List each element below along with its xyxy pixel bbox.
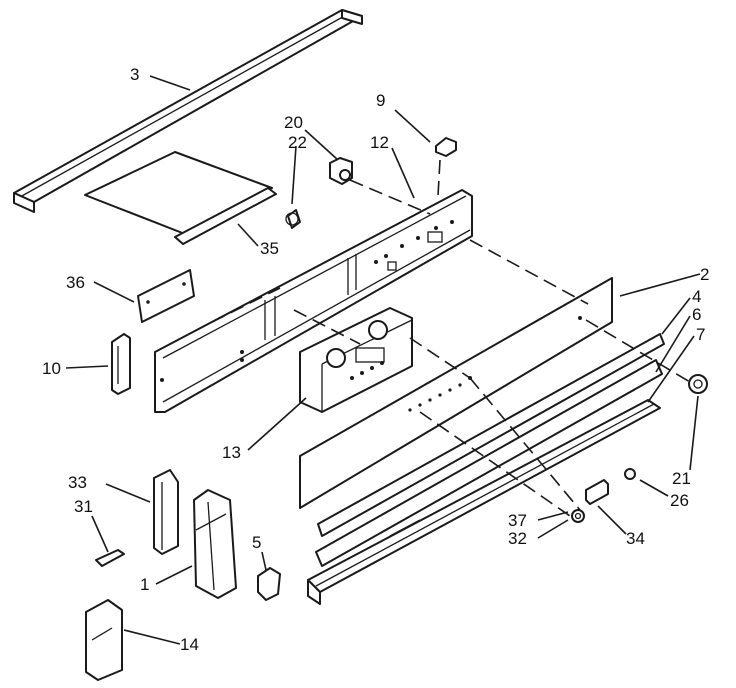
leader-lines xyxy=(65,75,701,645)
callout-3: 3 xyxy=(130,65,139,84)
part-13-electronic-control xyxy=(299,307,413,413)
callout-2: 2 xyxy=(700,265,709,284)
part-14-lower-end-piece xyxy=(85,599,123,681)
part-31-clip xyxy=(95,549,125,567)
callout-26: 26 xyxy=(670,491,689,510)
part-5-small-cap xyxy=(257,567,281,601)
part-33-side-trim xyxy=(153,469,179,555)
part-7-bottom-trim xyxy=(307,399,661,605)
part-3-top-trim xyxy=(13,9,363,213)
part-12-control-frame xyxy=(154,189,473,413)
assembly-lines xyxy=(211,159,691,517)
callout-13: 13 xyxy=(222,443,241,462)
part-10-side-bracket xyxy=(111,333,131,395)
part-1-end-cap xyxy=(193,489,237,599)
part-4-trim-strip xyxy=(317,333,665,537)
callout-36: 36 xyxy=(66,273,85,292)
part-32-37-nut-washer xyxy=(571,509,585,523)
callout-34: 34 xyxy=(626,529,645,548)
part-20-switch xyxy=(329,157,353,185)
callout-31: 31 xyxy=(74,497,93,516)
part-26-nut xyxy=(624,468,636,480)
callout-37: 37 xyxy=(508,511,527,530)
part-22-spring-clip xyxy=(285,209,301,229)
part-21-knob xyxy=(688,374,708,394)
callout-4: 4 xyxy=(692,287,701,306)
callout-1: 1 xyxy=(140,575,149,594)
callout-9: 9 xyxy=(376,91,385,110)
callout-14: 14 xyxy=(180,635,199,654)
callout-20: 20 xyxy=(284,113,303,132)
part-9-clip xyxy=(435,137,457,157)
part-34-bracket xyxy=(585,479,609,505)
callout-21: 21 xyxy=(672,469,691,488)
callout-5: 5 xyxy=(252,533,261,552)
callout-10: 10 xyxy=(42,359,61,378)
part-35-insulation-sheet xyxy=(84,151,277,245)
callout-22: 22 xyxy=(288,133,307,152)
callout-7: 7 xyxy=(696,325,705,344)
callout-labels: 3 20 22 9 12 35 36 10 2 4 6 7 13 21 26 3… xyxy=(42,65,709,654)
callout-6: 6 xyxy=(692,305,701,324)
callout-33: 33 xyxy=(68,473,87,492)
callout-35: 35 xyxy=(260,239,279,258)
part-36-circuit-board xyxy=(137,269,195,323)
callout-12: 12 xyxy=(370,133,389,152)
callout-32: 32 xyxy=(508,529,527,548)
